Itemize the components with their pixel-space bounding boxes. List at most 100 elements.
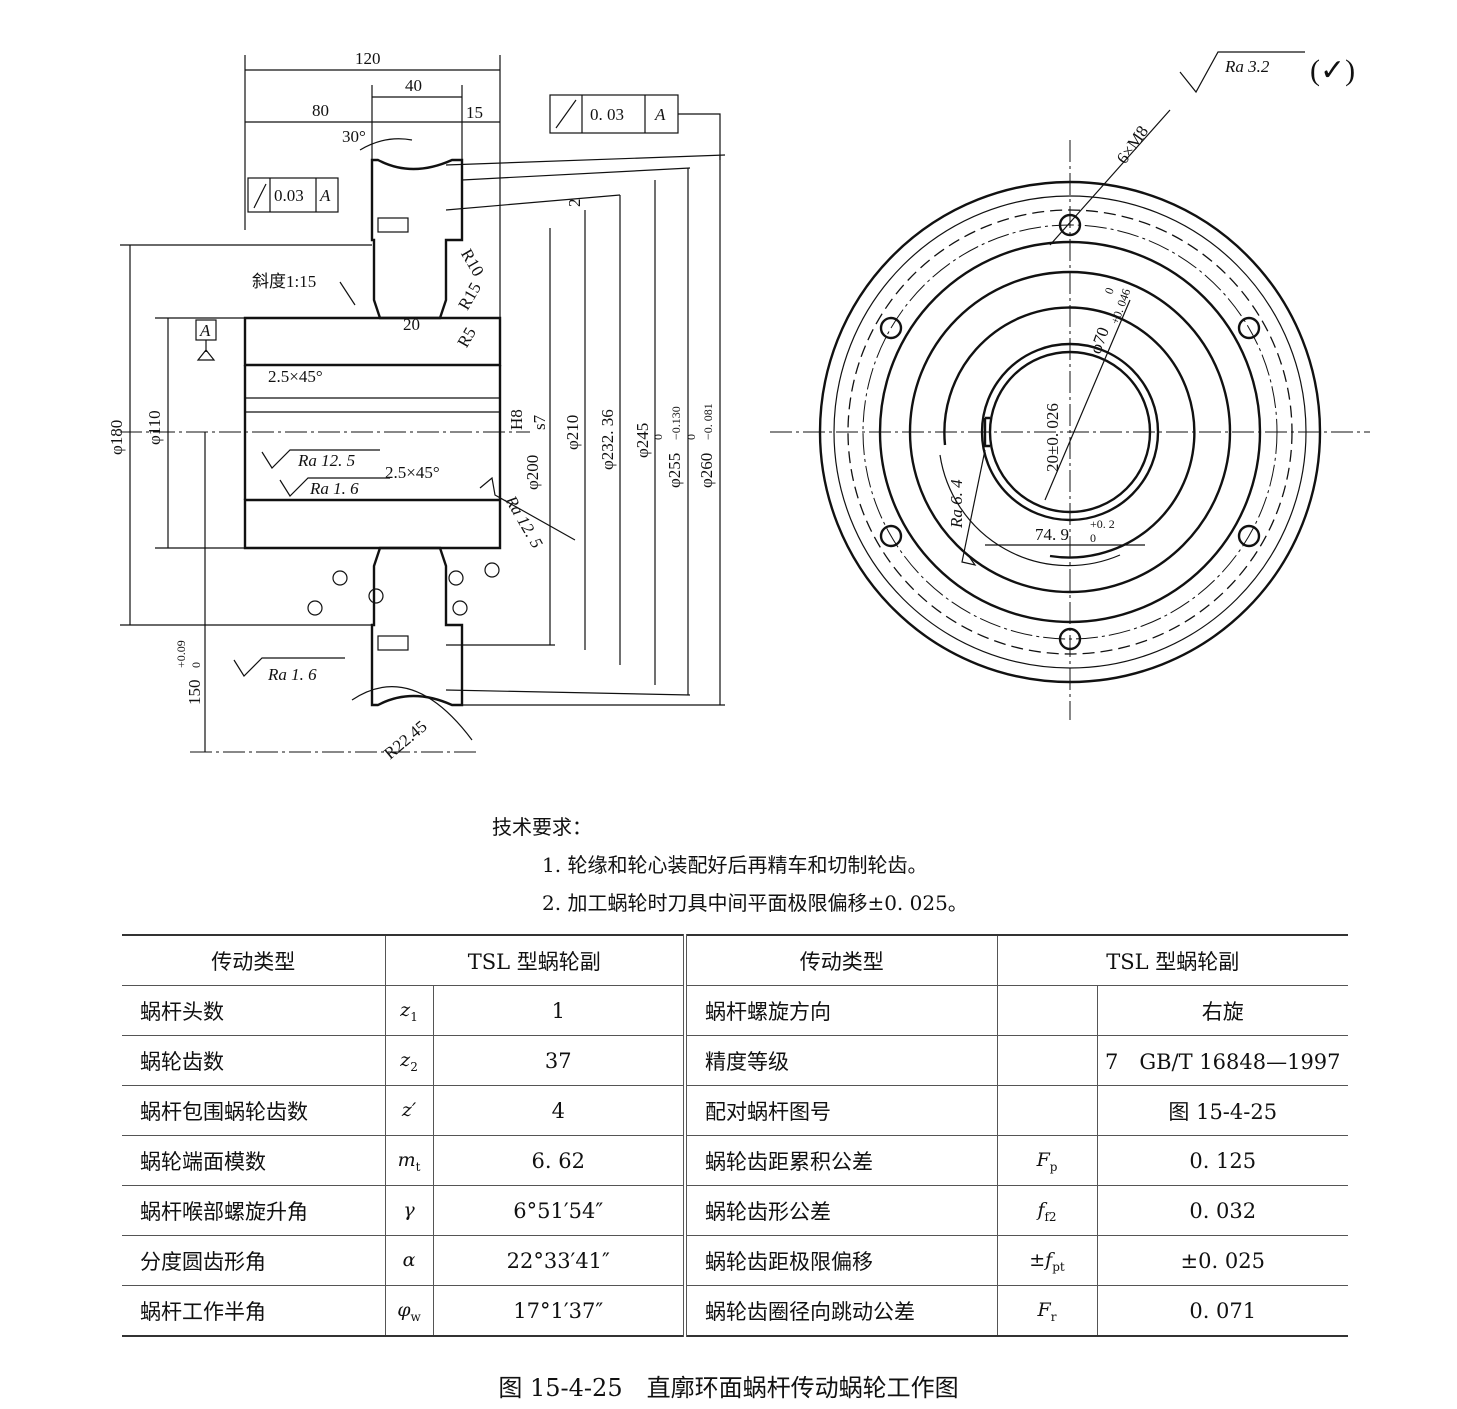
tol-left-value: 0.03	[274, 186, 304, 205]
rim-web-bottom	[370, 546, 464, 707]
hub-arc	[943, 306, 1196, 559]
param-symbol-subscript: f2	[1044, 1209, 1057, 1224]
param-value: 37	[432, 1035, 685, 1086]
tech-item: 1. 轮缘和轮心装配好后再精车和切制轮齿。	[542, 853, 928, 877]
bolt-holes	[879, 213, 1261, 651]
general-roughness-symbol: Ra 3.2 (✓)	[1179, 51, 1355, 94]
param-name: 蜗杆螺旋方向	[683, 985, 997, 1036]
tolerance-frame-left: 0.03 A	[247, 177, 339, 213]
dim-phi70: φ70	[1086, 325, 1113, 357]
param-value: ±0. 025	[1096, 1235, 1348, 1286]
dim-phi260-lower: −0. 081	[701, 403, 715, 440]
tol-left-datum: A	[319, 186, 331, 205]
datum-a: A	[199, 321, 211, 340]
dim-phi255-lower: −0.130	[669, 406, 683, 440]
outer-circle	[818, 180, 1322, 684]
param-symbol: z′	[384, 1085, 433, 1136]
param-name: 蜗杆头数	[122, 985, 385, 1036]
hub-bottom	[243, 498, 502, 550]
ra-bore-1: Ra 12. 5	[297, 451, 355, 470]
param-name: 蜗杆喉部螺旋升角	[122, 1185, 385, 1236]
dim-phi210: φ210	[563, 415, 582, 450]
param-symbol: z2	[384, 1035, 433, 1086]
ra-tooth: Ra 1. 6	[267, 665, 317, 684]
dim-150-lower: 0	[189, 662, 203, 668]
rim-web-top	[370, 158, 464, 320]
dim-phi255-upper: 0	[651, 434, 665, 440]
ra-key: Ra 6. 4	[947, 479, 966, 529]
param-symbol-subscript: pt	[1052, 1259, 1065, 1274]
param-name: 蜗轮齿距极限偏移	[683, 1235, 997, 1286]
bore-circle	[980, 342, 1160, 522]
param-symbol-subscript: 2	[410, 1059, 418, 1074]
param-symbol-text: f	[1037, 1199, 1045, 1222]
param-symbol-text: ±f	[1029, 1249, 1053, 1272]
param-symbol: γ	[384, 1185, 433, 1236]
dim-key-width: 20±0. 026	[1043, 403, 1062, 472]
param-value: 0. 032	[1096, 1185, 1348, 1236]
dim-key-depth-lower: 0	[1090, 531, 1096, 545]
param-value: 1	[432, 985, 685, 1036]
param-value: 4	[432, 1085, 685, 1136]
tolerance-frame-top: 0. 03 A	[549, 94, 721, 160]
param-name: 蜗轮齿圈径向跳动公差	[683, 1285, 997, 1337]
dim-phi180: φ180	[107, 420, 126, 455]
fit-hole: H8	[507, 409, 526, 430]
ra-face: Ra 12. 5	[501, 492, 547, 552]
roughness-general-paren: (✓)	[1310, 54, 1355, 87]
param-value: 0. 125	[1096, 1135, 1348, 1186]
param-symbol: φw	[384, 1285, 433, 1337]
holes-6xm8: 6×M8	[1113, 122, 1152, 167]
param-name: 蜗轮齿距累积公差	[683, 1135, 997, 1186]
param-symbol: Fp	[996, 1135, 1097, 1186]
param-symbol-text: φ	[397, 1299, 411, 1322]
dim-15: 15	[466, 103, 483, 122]
radius-r10: R10	[457, 246, 488, 280]
chamfer-bottom: 2.5×45°	[385, 463, 440, 482]
param-symbol	[996, 985, 1097, 1036]
dim-phi260: φ260	[697, 453, 716, 488]
roughness-general-text: Ra 3.2	[1224, 57, 1270, 76]
radius-r15: R15	[454, 279, 485, 313]
param-name: 精度等级	[683, 1035, 997, 1086]
param-symbol-subscript: 1	[410, 1009, 418, 1024]
dim-phi255: φ255	[665, 453, 684, 488]
tech-item: 2. 加工蜗轮时刀具中间平面极限偏移±0. 025。	[542, 891, 968, 915]
param-value: 6°51′54″	[432, 1185, 685, 1236]
param-symbol: Fr	[996, 1285, 1097, 1337]
header-right-type: 传动类型	[683, 934, 997, 986]
radius-r22-45: R22.45	[380, 717, 430, 763]
dim-phi232: φ232. 36	[598, 409, 617, 470]
dim-150-upper: +0.09	[174, 640, 188, 668]
end-view: 6×M8 φ70 +0. 046 0 20±0. 026 74. 9 +0. 2…	[770, 109, 1370, 720]
param-symbol-text: m	[397, 1149, 416, 1172]
param-name: 配对蜗杆图号	[683, 1085, 997, 1136]
ra-bore-2: Ra 1. 6	[309, 479, 359, 498]
param-symbol-text: F	[1036, 1149, 1050, 1172]
param-symbol	[996, 1035, 1097, 1086]
tol-top-value: 0. 03	[590, 105, 624, 124]
param-name: 蜗杆工作半角	[122, 1285, 385, 1337]
param-symbol	[996, 1085, 1097, 1136]
param-name: 蜗轮端面模数	[122, 1135, 385, 1186]
param-name: 蜗轮齿数	[122, 1035, 385, 1086]
param-symbol: α	[384, 1235, 433, 1286]
taper-label: 斜度1:15	[252, 272, 316, 291]
dim-150: 150	[185, 680, 204, 706]
param-symbol-subscript: t	[415, 1159, 421, 1174]
param-value: 右旋	[1096, 985, 1348, 1036]
dim-120: 120	[355, 49, 381, 68]
param-name: 分度圆齿形角	[122, 1235, 385, 1286]
dim-key-depth-upper: +0. 2	[1090, 517, 1115, 531]
dim-phi110: φ110	[145, 410, 164, 445]
tech-title: 技术要求：	[492, 815, 592, 839]
param-symbol-text: z	[400, 1049, 411, 1072]
param-symbol: mt	[384, 1135, 433, 1186]
param-symbol-subscript: r	[1050, 1309, 1057, 1324]
dim-phi200: φ200	[523, 455, 542, 490]
param-symbol-text: z′	[401, 1099, 417, 1122]
